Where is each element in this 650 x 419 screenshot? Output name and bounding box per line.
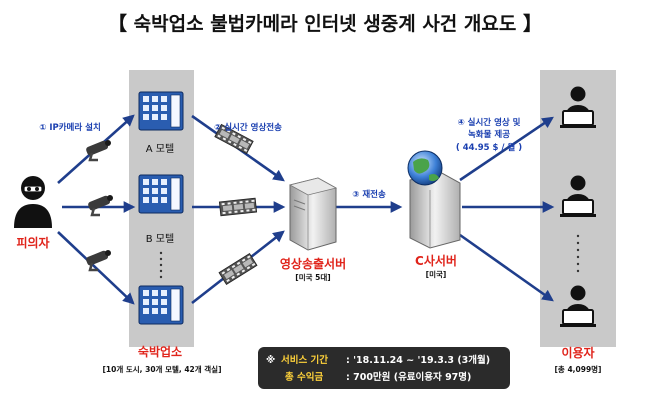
revenue-key: 총 수익금 [285,371,324,383]
ellipsis-dots [576,234,580,273]
stream-server-detail: [미국 5대] [295,272,330,282]
motel-building-icon [138,285,184,325]
info-mark: ※ [266,355,275,366]
users-label: 이용자 [561,345,594,360]
film-strip-icon [218,197,258,217]
page-title: 【 숙박업소 불법카메라 인터넷 생중계 사건 개요도 】 [108,12,542,35]
c-server-label: C사서버 [415,253,457,268]
film-strip-icon [218,253,258,285]
motel-a-label: A 모텔 [146,143,174,155]
suspect-icon [14,176,52,228]
suspect-label: 피의자 [16,235,49,250]
c-server-detail: [미국] [426,269,447,279]
camera-icon [83,248,113,272]
ellipsis-dots [159,251,163,279]
provide-arrows [459,116,555,302]
info-box: ※ 서비스 기간 : '18.11.24 ~ '19.3.3 (3개월) 총 수… [258,347,510,389]
service-period-value: : '18.11.24 ~ '19.3.3 (3개월) [346,354,490,366]
users-detail: [총 4,099명] [555,364,602,374]
service-period-key: 서비스 기간 [281,354,328,366]
step4-label-line1: ④ 실시간 영상 및 [458,117,521,128]
c-server-icon [407,150,461,249]
revenue-value: : 700만원 (유료이용자 97명) [346,371,471,383]
step4-label-line3: ( 44.95 $ / 월 ) [456,142,522,153]
motel-building-icon [138,91,184,131]
step1-label: ① IP카메라 설치 [39,122,101,133]
stream-server-label: 영상송출서버 [280,256,346,271]
camera-icon [83,138,113,162]
motel-building-icon [138,174,184,214]
lodging-detail: [10개 도시, 30개 모텔, 42개 객실] [102,364,221,374]
lodging-label: 숙박업소 [138,344,182,359]
step4-label-line2: 녹화물 제공 [468,129,510,140]
camera-icon [85,193,115,217]
stream-server-icon [288,177,338,251]
motel-b-label: B 모텔 [146,233,174,245]
step3-label: ③ 재전송 [352,189,386,200]
step2-label: ② 실시간 영상전송 [214,122,282,133]
